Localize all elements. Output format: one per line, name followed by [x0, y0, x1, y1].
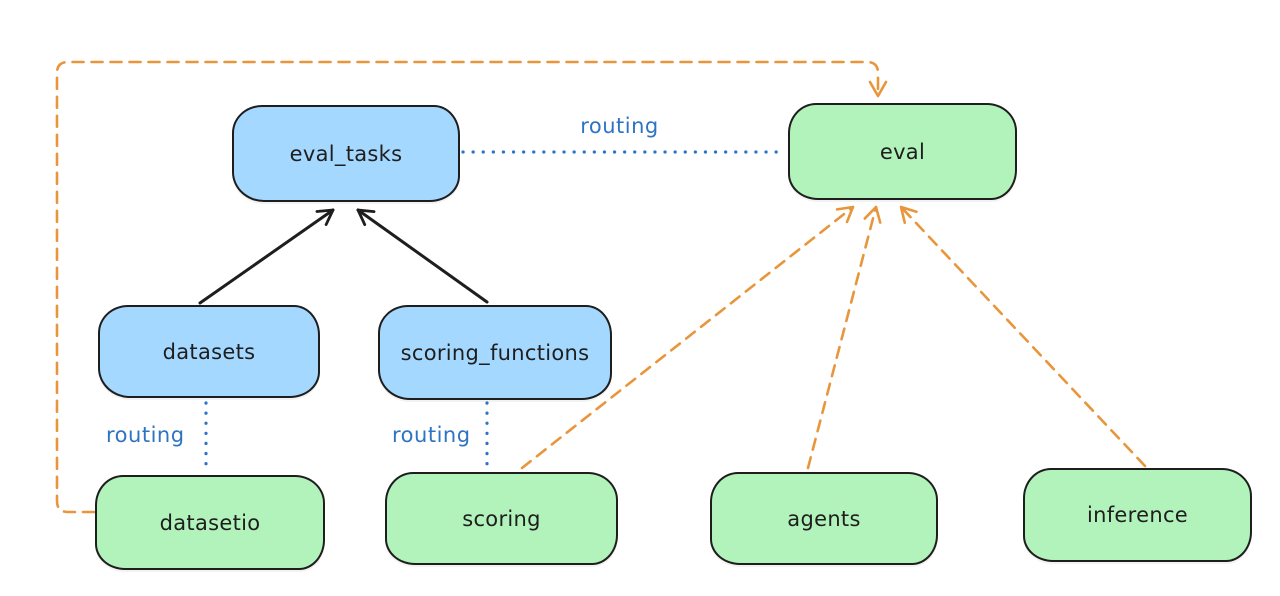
node-label: eval_tasks: [289, 141, 403, 166]
node-datasetio: datasetio: [95, 475, 325, 570]
edge-scoring_functions-to-eval_tasks: [356, 208, 489, 304]
edge-label-routing-datasets-datasetio: routing: [106, 423, 185, 447]
node-label: inference: [1086, 503, 1189, 527]
node-label: scoring: [462, 506, 541, 531]
node-datasets: datasets: [98, 305, 320, 398]
node-scoring_functions: scoring_functions: [378, 305, 612, 400]
node-scoring: scoring: [385, 472, 618, 565]
node-agents: agents: [710, 472, 938, 565]
node-eval: eval: [788, 103, 1017, 200]
edge-datasets-to-eval_tasks: [198, 208, 335, 305]
edge-inference-to-eval: [899, 205, 1147, 468]
node-label: datasetio: [159, 510, 261, 535]
edge-datasetio-to-eval-loop: [55, 60, 888, 514]
node-label: scoring_functions: [400, 340, 590, 365]
edge-label-routing-eval_tasks-eval: routing: [580, 114, 659, 138]
node-inference: inference: [1023, 468, 1252, 562]
edge-scoring-to-eval: [520, 205, 855, 470]
edge-agents-to-eval: [806, 205, 882, 470]
node-label: eval: [879, 139, 926, 164]
node-label: agents: [787, 506, 861, 531]
node-eval_tasks: eval_tasks: [232, 105, 460, 202]
node-label: datasets: [162, 339, 256, 364]
edge-label-routing-scoring_functions-scoring: routing: [392, 423, 471, 447]
